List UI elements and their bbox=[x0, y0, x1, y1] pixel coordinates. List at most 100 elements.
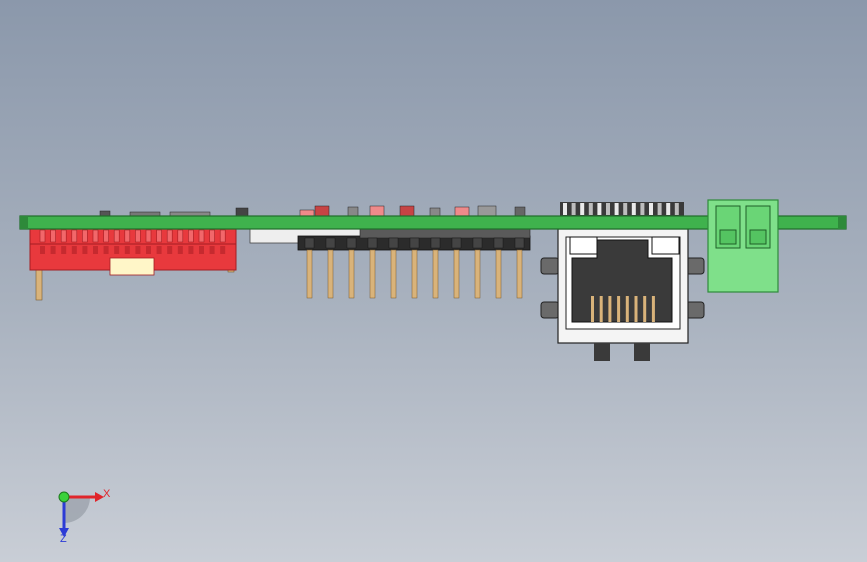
axis-triad: X Z bbox=[58, 488, 111, 545]
connector-notch bbox=[198, 229, 205, 243]
connector-notch bbox=[60, 229, 67, 243]
z-axis-arrow-icon bbox=[59, 528, 69, 537]
rj45-top-pin bbox=[623, 203, 628, 215]
header-pin bbox=[516, 249, 523, 299]
rj45-contact bbox=[608, 296, 612, 322]
smd-part bbox=[169, 211, 211, 217]
connector-slot bbox=[188, 246, 194, 254]
header-pin bbox=[369, 249, 376, 299]
red-box-header-connector[interactable] bbox=[29, 227, 237, 301]
terminal-block[interactable] bbox=[707, 199, 779, 293]
rj45-contact bbox=[625, 296, 629, 322]
triad-shadow bbox=[64, 497, 90, 523]
header-pin-collar bbox=[430, 237, 441, 249]
pcb-edge-right bbox=[838, 216, 846, 229]
header-pin-collar bbox=[472, 237, 483, 249]
header-pin-collar bbox=[346, 237, 357, 249]
connector-notch bbox=[177, 229, 184, 243]
connector-slot bbox=[220, 246, 226, 254]
rj45-top-pin bbox=[631, 203, 636, 215]
connector-notch bbox=[156, 229, 162, 243]
connector-notch bbox=[50, 229, 56, 243]
connector-notch bbox=[113, 229, 120, 243]
smd-part bbox=[129, 211, 161, 217]
connector-notches bbox=[39, 229, 226, 254]
connector-slot bbox=[167, 246, 173, 254]
rj45-top-shield bbox=[560, 202, 684, 216]
smd-part bbox=[454, 206, 470, 217]
header-pin bbox=[411, 249, 418, 299]
rj45-top-pin bbox=[571, 203, 576, 215]
connector-notch bbox=[39, 229, 46, 243]
smd-components bbox=[99, 205, 526, 217]
connector-slot bbox=[177, 246, 183, 254]
connector-slot bbox=[114, 246, 120, 254]
header-pin bbox=[306, 249, 313, 299]
smd-part bbox=[314, 205, 330, 217]
rj45-top-pin bbox=[606, 203, 610, 215]
smd-part bbox=[99, 210, 111, 217]
rj45-top-pin bbox=[666, 203, 671, 215]
terminal-clamp-left bbox=[719, 229, 737, 245]
connector-notch bbox=[145, 229, 152, 243]
connector-slot bbox=[82, 246, 88, 254]
rj45-tab-right-upper bbox=[685, 257, 705, 275]
smd-part bbox=[235, 207, 249, 217]
header-pin-collar bbox=[304, 237, 315, 249]
header-pins bbox=[304, 237, 525, 299]
rj45-top-pin bbox=[674, 203, 679, 215]
connector-slot bbox=[50, 246, 56, 254]
origin-dot-icon bbox=[58, 491, 70, 503]
header-pin-collar bbox=[493, 237, 504, 249]
connector-notch bbox=[166, 229, 173, 243]
rj45-contact bbox=[634, 296, 638, 322]
rj45-contact bbox=[651, 296, 655, 322]
connector-notch bbox=[92, 229, 99, 243]
connector-slot bbox=[93, 246, 98, 254]
rj45-top-pin bbox=[657, 203, 662, 215]
connector-notch bbox=[103, 229, 109, 243]
rj45-top-pin bbox=[588, 203, 593, 215]
connector-slot bbox=[135, 246, 141, 254]
rj45-top-pin bbox=[580, 203, 585, 215]
connector-slot bbox=[156, 246, 162, 254]
connector-slot bbox=[209, 246, 215, 254]
rj45-foot-right bbox=[634, 343, 650, 361]
smd-part bbox=[429, 207, 441, 217]
header-pin-collar bbox=[409, 237, 420, 249]
pin-header[interactable] bbox=[249, 227, 531, 299]
smd-part bbox=[369, 205, 385, 217]
rj45-led-left bbox=[569, 236, 598, 255]
header-pin bbox=[348, 249, 355, 299]
z-axis-label: Z bbox=[60, 533, 67, 545]
rj45-tab-right-lower bbox=[685, 301, 705, 319]
header-pin-collar bbox=[388, 237, 399, 249]
header-pin-collar bbox=[451, 237, 462, 249]
header-pin bbox=[453, 249, 460, 299]
rj45-tab-left-upper bbox=[540, 257, 560, 275]
rj45-tab-left-lower bbox=[540, 301, 560, 319]
pcb-edge-left bbox=[20, 216, 28, 229]
header-pin-collar bbox=[367, 237, 378, 249]
header-pin-collar bbox=[514, 237, 525, 249]
connector-slot bbox=[40, 246, 45, 254]
rj45-contacts bbox=[591, 296, 655, 322]
header-pin bbox=[327, 249, 334, 299]
rj45-contact bbox=[591, 296, 594, 322]
rj45-jack[interactable] bbox=[540, 202, 705, 361]
terminal-clamp-right bbox=[749, 229, 767, 245]
header-pin bbox=[432, 249, 439, 299]
smd-part bbox=[299, 209, 315, 217]
connector-notch bbox=[71, 229, 78, 243]
connector-slot bbox=[199, 246, 204, 254]
header-pin bbox=[474, 249, 481, 299]
header-pin bbox=[495, 249, 502, 299]
rj45-top-pin bbox=[563, 203, 567, 215]
connector-notch bbox=[82, 229, 88, 243]
smd-part bbox=[514, 206, 526, 217]
connector-slot bbox=[146, 246, 151, 254]
smd-part bbox=[477, 205, 497, 217]
rj45-top-pin bbox=[614, 203, 619, 215]
rj45-contact bbox=[599, 296, 603, 322]
